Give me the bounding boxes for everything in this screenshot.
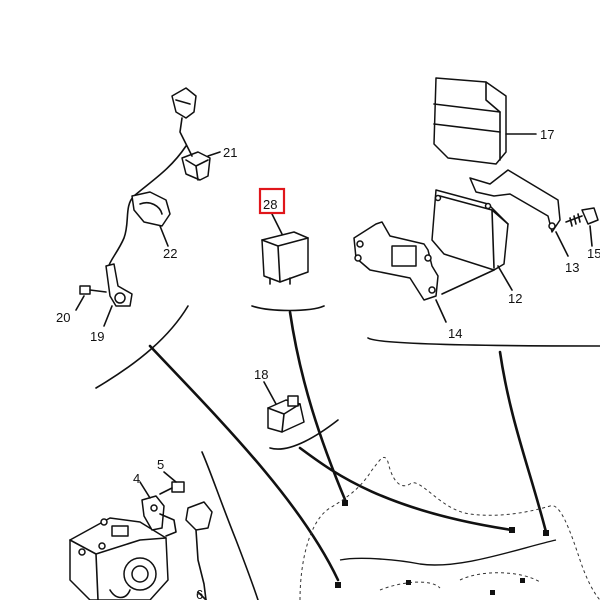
leader-18 [263, 381, 277, 405]
pointer-28 [288, 310, 348, 504]
callout-22: 22 [163, 246, 177, 261]
group-bracket-right [367, 337, 600, 347]
callout-14: 14 [448, 326, 462, 341]
callout-15: 15 [587, 246, 600, 261]
callout-5: 5 [157, 457, 164, 472]
marker-28 [342, 500, 348, 506]
part-14-bracket [353, 221, 439, 301]
callout-21: 21 [223, 145, 237, 160]
leader-19 [103, 305, 113, 327]
leader-28 [271, 213, 283, 235]
pointer-left [148, 344, 340, 582]
sensor-harness [107, 87, 197, 269]
callout-6: 6 [196, 587, 203, 600]
part-20-bolt [79, 285, 107, 295]
part-13-bracket [469, 169, 561, 233]
marker-right [543, 530, 549, 536]
pointer-right [498, 350, 548, 534]
callout-12: 12 [508, 291, 522, 306]
callout-19: 19 [90, 329, 104, 344]
callout-28: 28 [263, 197, 277, 212]
callout-28-highlight [258, 187, 286, 215]
part-19-sensor [105, 263, 133, 307]
callout-13: 13 [565, 260, 579, 275]
part-21-clip [181, 151, 211, 181]
part-17-control-unit [433, 77, 507, 165]
leader-12 [497, 265, 513, 291]
motorcycle-outline [299, 457, 600, 600]
group-bracket-28 [251, 305, 325, 312]
callout-20: 20 [56, 310, 70, 325]
leader-6 [197, 591, 207, 600]
group-bracket-left [95, 305, 189, 389]
group-bracket-18 [269, 419, 339, 450]
leader-4 [139, 481, 151, 499]
abs-unit [69, 517, 169, 600]
leader-21 [207, 151, 221, 157]
part-28-relay [261, 231, 309, 285]
part-4-bracket [141, 495, 177, 537]
part-22-clamp [131, 191, 171, 227]
leader-5 [163, 471, 177, 483]
marker-left [335, 582, 341, 588]
leader-13 [555, 231, 569, 257]
part-5-bolt [159, 481, 185, 495]
leader-14 [435, 299, 447, 323]
callout-17: 17 [540, 127, 554, 142]
marker-18 [509, 527, 515, 533]
part-18-connector [267, 395, 305, 433]
abs-sensor-connector [185, 501, 213, 600]
leader-20 [75, 295, 85, 311]
leader-22 [159, 225, 169, 247]
callout-18: 18 [254, 367, 268, 382]
part-12-ecu [431, 189, 509, 271]
part-15-screw [565, 207, 599, 227]
callout-4: 4 [133, 471, 140, 486]
leader-15 [589, 225, 593, 247]
group-bracket-abs [201, 451, 259, 600]
pointer-18 [298, 446, 514, 532]
connector-12-14 [441, 269, 495, 295]
